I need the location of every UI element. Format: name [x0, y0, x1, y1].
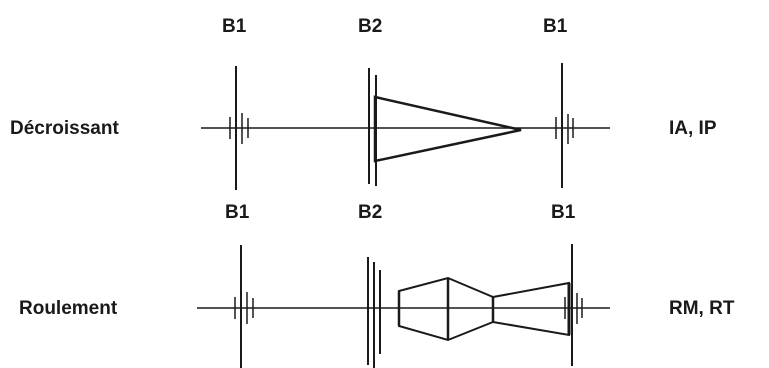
row-roulement: B1 B2 B1 Roulement RM, RT: [19, 202, 735, 368]
marker-label-b1-left: B1: [222, 16, 247, 37]
tick-cluster-b1-left: [234, 245, 254, 368]
marker-label-b1-left: B1: [225, 202, 250, 223]
row-label: Décroissant: [10, 118, 119, 139]
tick-cluster-b1-right: [555, 63, 574, 188]
row-codes: IA, IP: [669, 118, 717, 139]
marker-label-b1-right: B1: [543, 16, 568, 37]
marker-label-b2: B2: [358, 202, 382, 223]
row-label: Roulement: [19, 298, 118, 319]
row-decroissant: B1 B2 B1 Décroissant IA, IP: [10, 16, 717, 190]
marker-label-b1-right: B1: [551, 202, 576, 223]
tick-cluster-b1-left: [229, 66, 249, 190]
row-codes: RM, RT: [669, 298, 735, 319]
tick-cluster-b1-right: [564, 244, 583, 366]
rolling-shape: [397, 276, 571, 342]
marker-label-b2: B2: [358, 16, 382, 37]
tick-cluster-b2: [367, 257, 381, 368]
decreasing-wedge: [373, 95, 522, 163]
